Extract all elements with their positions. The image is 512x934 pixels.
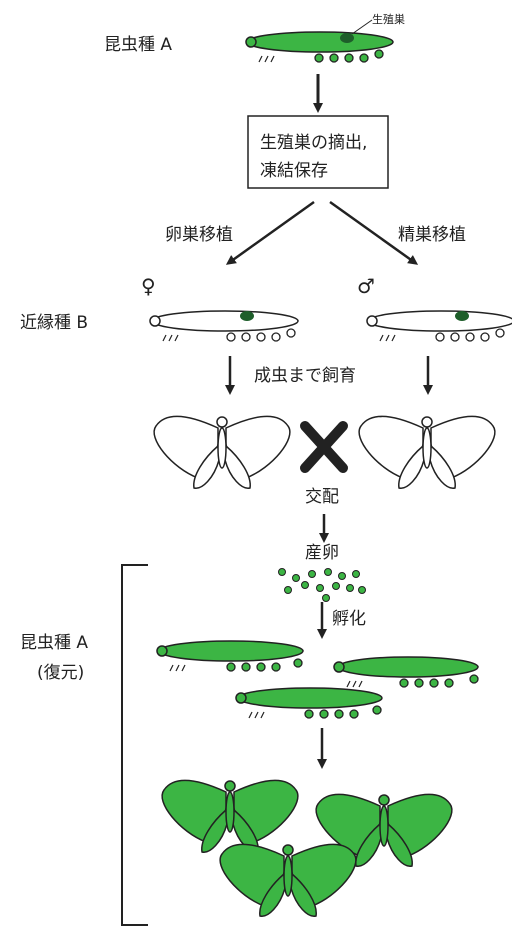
restored-species-line1: 昆虫種 A xyxy=(20,633,88,653)
moth-white-male xyxy=(359,416,495,488)
moth-green-1 xyxy=(162,780,298,852)
ovary-transplant-label: 卵巣移植 xyxy=(165,225,233,245)
gonad-leader-line xyxy=(352,20,372,34)
larva-restored-1 xyxy=(157,641,303,671)
hatching-label: 孵化 xyxy=(332,609,366,629)
mating-label: 交配 xyxy=(305,487,339,507)
eggs xyxy=(279,569,366,602)
larva-restored-2 xyxy=(334,657,478,687)
moth-green-3 xyxy=(220,844,356,916)
testis-transplant-label: 精巣移植 xyxy=(398,225,466,245)
female-symbol: ♀ xyxy=(141,274,156,298)
box-line2: 凍結保存 xyxy=(260,161,328,181)
gonad-label: 生殖巣 xyxy=(372,12,405,26)
cross-mark-icon xyxy=(305,426,343,468)
species-a-label: 昆虫種 A xyxy=(104,35,172,55)
male-symbol: ♂ xyxy=(357,274,375,298)
relative-species-b-label: 近縁種 B xyxy=(20,313,88,333)
box-line1: 生殖巣の摘出, xyxy=(260,133,367,153)
bracket xyxy=(122,565,148,925)
larva-species-a xyxy=(246,32,393,62)
restored-species-line2: (復元) xyxy=(37,663,84,683)
larva-species-b-male xyxy=(367,311,512,341)
larva-species-b-female xyxy=(150,311,298,341)
rear-to-adult-label: 成虫まで飼育 xyxy=(254,366,356,386)
arrow-ovary xyxy=(230,202,314,262)
larva-restored-3 xyxy=(236,688,382,718)
moth-white-female xyxy=(154,416,290,488)
oviposition-label: 産卵 xyxy=(305,543,339,563)
